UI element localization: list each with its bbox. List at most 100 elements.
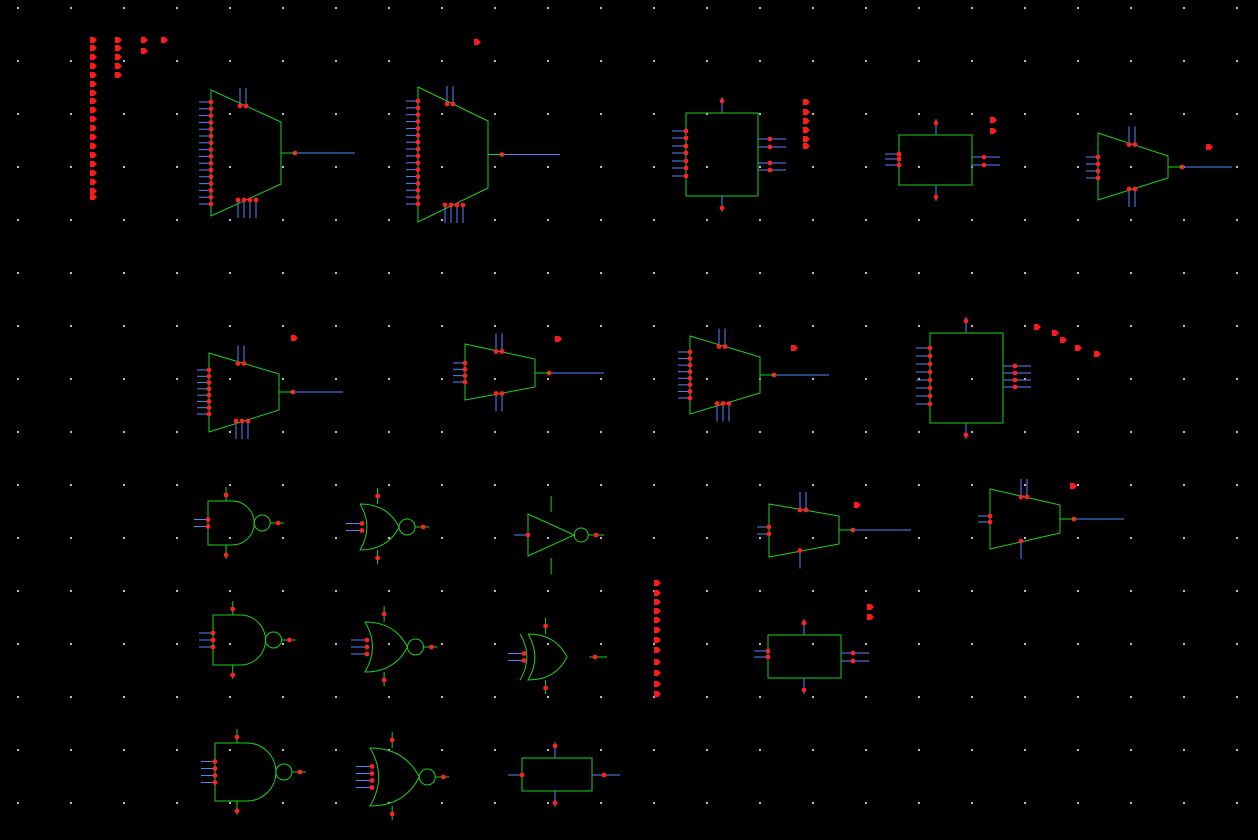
block-row4[interactable]: [754, 619, 869, 694]
grid-dot: [1235, 430, 1239, 434]
grid-dot: [493, 6, 497, 10]
nand4-gate[interactable]: [201, 729, 306, 815]
grid-dot: [1129, 748, 1133, 752]
grid-dot: [334, 324, 338, 328]
grid-dot: [16, 642, 20, 646]
mux-4-input-row2[interactable]: [453, 333, 604, 412]
grid-dot: [175, 536, 179, 540]
pin-dot: [206, 380, 212, 385]
nand3-gate[interactable]: [199, 601, 296, 679]
pin-dot: [389, 811, 395, 817]
pin-marker: [1094, 351, 1101, 357]
inverter-gate[interactable]: [514, 496, 605, 574]
mux-2-input-row3[interactable]: [757, 492, 911, 569]
pin-dot: [981, 154, 987, 160]
grid-dot: [652, 271, 656, 275]
pin-marker: [867, 604, 874, 610]
pin-marker: [90, 98, 97, 104]
pin-dot: [375, 493, 380, 499]
pin-dot: [212, 780, 218, 785]
pin-dot: [369, 785, 375, 790]
pin-dot: [803, 507, 809, 513]
pin-marker: [654, 627, 661, 633]
pin-marker: [90, 188, 97, 194]
grid-dot: [122, 695, 126, 699]
pin-dot: [493, 349, 499, 354]
grid-dot: [1129, 59, 1133, 63]
grid-dot: [281, 801, 285, 805]
grid-dot: [599, 324, 603, 328]
pin-dot: [415, 160, 421, 166]
xor-arc: [519, 633, 528, 681]
pin-dot: [364, 651, 370, 657]
grid-dot: [758, 324, 762, 328]
pin-dot: [375, 555, 380, 561]
grid-dot: [811, 324, 815, 328]
pin-dot: [415, 112, 421, 118]
mux-16-input-top-middle[interactable]: [406, 86, 560, 223]
grid-dot: [16, 6, 20, 10]
grid-dot: [652, 483, 656, 487]
grid-dot: [546, 218, 550, 222]
grid-dot: [122, 536, 126, 540]
mux-16-input-top-left[interactable]: [199, 88, 355, 218]
pin-dot: [963, 432, 969, 438]
pin-marker: [90, 134, 97, 140]
pin-dot: [687, 349, 693, 355]
grid-dot: [546, 536, 550, 540]
mux-8-input-row2[interactable]: [197, 345, 343, 440]
nor2-gate[interactable]: [346, 488, 430, 564]
grid-dot: [811, 589, 815, 593]
pin-dot: [850, 658, 856, 664]
mux-8-input-row2-center[interactable]: [678, 328, 829, 422]
grid-dot: [281, 536, 285, 540]
pin-marker: [90, 54, 97, 60]
grid-dot: [281, 642, 285, 646]
block-row2-large[interactable]: [916, 317, 1031, 439]
grid-dot: [652, 642, 656, 646]
grid-dot: [1235, 536, 1239, 540]
block-top-center[interactable]: [672, 97, 786, 212]
grid-dot: [387, 377, 391, 381]
block-bottom[interactable]: [508, 742, 620, 807]
grid-dot: [864, 112, 868, 116]
grid-dot: [69, 589, 73, 593]
pin-dot: [1126, 142, 1132, 147]
pin-marker: [803, 127, 810, 133]
xor2-gate[interactable]: [508, 618, 608, 694]
grid-dot: [440, 271, 444, 275]
grid-dot: [122, 112, 126, 116]
mux-2-input-row3-right[interactable]: [978, 479, 1124, 559]
pin-dot: [415, 174, 421, 179]
grid-dot: [1076, 589, 1080, 593]
grid-dot: [970, 430, 974, 434]
pin-marker: [90, 90, 97, 96]
grid-dot: [970, 324, 974, 328]
mux-4-input-top-right[interactable]: [1086, 126, 1232, 208]
grid-dot: [387, 430, 391, 434]
grid-dot: [228, 165, 232, 169]
pin-dot: [525, 532, 531, 538]
pin-dot: [381, 611, 387, 617]
block-top-right-small[interactable]: [885, 119, 1000, 201]
grid-dot: [1023, 536, 1027, 540]
grid-dot: [387, 165, 391, 169]
pin-marker: [803, 118, 810, 124]
nor4-gate[interactable]: [356, 732, 450, 820]
pin-dot: [1018, 538, 1024, 544]
pin-dot: [206, 392, 212, 398]
grid-dot: [758, 6, 762, 10]
nor3-gate[interactable]: [351, 606, 438, 686]
pin-dot: [766, 531, 772, 537]
grid-dot: [599, 642, 603, 646]
grid-dot: [281, 271, 285, 275]
nand2-gate[interactable]: [194, 487, 285, 559]
components-layer[interactable]: [194, 86, 1232, 820]
grid-dot: [440, 377, 444, 381]
pin-dot: [208, 126, 214, 132]
grid-dot: [599, 589, 603, 593]
pin-dot: [415, 139, 421, 145]
pin-dot: [275, 520, 281, 526]
grid-dot: [440, 642, 444, 646]
